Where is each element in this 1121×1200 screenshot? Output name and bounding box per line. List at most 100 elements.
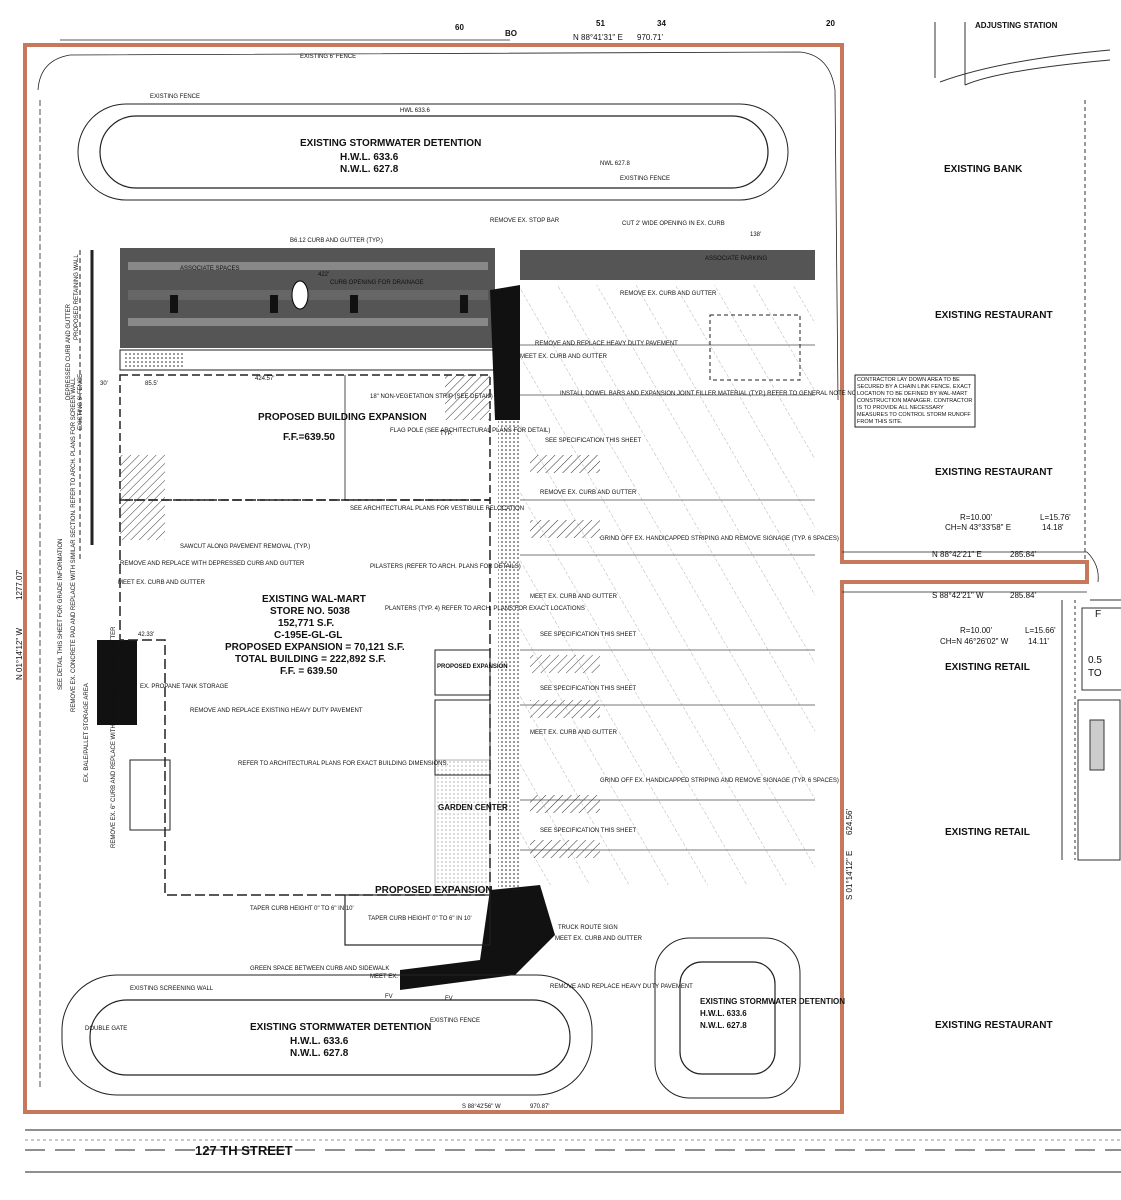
note-dim-424: 424.57'	[255, 376, 275, 382]
west-line-bearing: N 01°14'12" W	[15, 628, 24, 680]
store-line-2: STORE NO. 5038	[270, 606, 350, 617]
south-detention-pond	[61, 974, 593, 1096]
note-remove-replace-curb: REMOVE AND REPLACE WITH DEPRESSED CURB A…	[120, 561, 305, 567]
grid-num-60: 60	[455, 23, 464, 32]
curve1-ch: CH=N 43°33'58" E	[945, 523, 1011, 532]
note-fv-1: FV	[385, 994, 393, 1000]
note-dim-422: 422'	[318, 272, 329, 278]
note-see-spec-4: SEE SPECIFICATION THIS SHEET	[540, 828, 636, 834]
north-pond-nwl: N.W.L. 627.8	[340, 164, 399, 175]
contractor-note-box: CONTRACTOR LAY DOWN AREA TO BE SECURED B…	[854, 374, 976, 428]
note-proposed-retaining-wall: PROPOSED RETAINING WALL	[74, 254, 80, 340]
note-grind-off-1: GRIND OFF EX. HANDICAPPED STRIPING AND R…	[600, 536, 839, 542]
note-meet-curb-4: MEET EX. CURB AND GUTTER	[530, 730, 618, 736]
note-dim-85: 85.5'	[145, 381, 158, 387]
note-dim-30: 30'	[100, 381, 108, 387]
existing-restaurant-label-2: EXISTING RESTAURANT	[935, 467, 1053, 478]
note-remove-replace-pav: REMOVE AND REPLACE HEAVY DUTY PAVEMENT	[535, 341, 678, 347]
curve2-chl: 14.11'	[1028, 637, 1049, 646]
note-curb-opening: CURB OPENING FOR DRAINAGE	[330, 280, 424, 286]
north-pond-nwl-line: NWL 627.8	[600, 161, 630, 167]
existing-restaurant-label-1: EXISTING RESTAURANT	[935, 310, 1053, 321]
note-propane-storage: EX. PROPANE TANK STORAGE	[140, 684, 228, 690]
note-non-veg: 18" NON-VEGETATION STRIP (SEE DETAIL)	[370, 394, 493, 400]
note-west-detail: SEE DETAIL THIS SHEET FOR GRADE INFORMAT…	[58, 539, 64, 690]
north-parking	[119, 248, 496, 371]
note-existing-fence: EXISTING FENCE	[150, 94, 200, 100]
side-label-to: TO	[1088, 668, 1102, 679]
store-line-3: 152,771 S.F.	[278, 618, 334, 629]
note-remove-curb-gutter-2: REMOVE EX. CURB AND GUTTER	[540, 490, 637, 496]
east-pond-hwl: H.W.L. 633.6	[700, 1009, 747, 1018]
north-pond-title: EXISTING STORMWATER DETENTION	[300, 138, 481, 149]
west-wall	[39, 100, 94, 1090]
note-remove-replace-pav-2: REMOVE AND REPLACE HEAVY DUTY PAVEMENT	[550, 984, 693, 990]
note-planters: PLANTERS (TYP. 4) REFER TO ARCH. PLANS F…	[385, 606, 585, 612]
existing-bank-label: EXISTING BANK	[944, 164, 1023, 175]
side-label-f: F	[1095, 609, 1101, 620]
garden-center-label: GARDEN CENTER	[438, 803, 508, 812]
grid-num-bo: BO	[505, 29, 517, 38]
note-remove-curb-6: REMOVE EX. 6" CURB AND REPLACE WITH DEPR…	[111, 626, 117, 848]
note-joint-filler: INSTALL DOWEL BARS AND EXPANSION JOINT F…	[560, 391, 867, 397]
grid-num-51: 51	[596, 19, 605, 28]
note-existing-6-fence-v: EXISTING 6' FENCE	[78, 374, 84, 430]
survey-lines	[60, 39, 1099, 593]
property-boundary	[23, 43, 1089, 1114]
note-double-gate: DOUBLE GATE	[85, 1026, 127, 1032]
wal-mart-building	[119, 374, 491, 946]
store-line-7: F.F. = 639.50	[280, 666, 338, 677]
existing-retail-label-1: EXISTING RETAIL	[945, 662, 1030, 673]
note-taper-curb-1: TAPER CURB HEIGHT 0" TO 6" IN 10'	[250, 906, 354, 912]
store-line-1: EXISTING WAL-MART	[262, 594, 366, 605]
south-line-bearing: S 88°42'56" W	[462, 1104, 501, 1110]
street	[25, 1129, 1121, 1173]
store-line-6: TOTAL BUILDING = 222,892 S.F.	[235, 654, 386, 665]
adjacent-lines	[934, 22, 1121, 861]
south-pond-nwl: N.W.L. 627.8	[290, 1048, 349, 1059]
line1-distance: 285.84'	[1010, 550, 1036, 559]
side-label-05: 0.5	[1088, 655, 1102, 666]
contractor-note: CONTRACTOR LAY DOWN AREA TO BE SECURED B…	[857, 377, 973, 425]
note-remove-replace-existing: REMOVE AND REPLACE EXISTING HEAVY DUTY P…	[190, 708, 363, 714]
curve1-chl: 14.18'	[1042, 523, 1064, 532]
north-distance: 970.71'	[637, 33, 663, 42]
curve1-r: R=10.00'	[960, 513, 992, 522]
north-pond-hwl: H.W.L. 633.6	[340, 152, 399, 163]
line2-distance: 285.84'	[1010, 591, 1036, 600]
line2-bearing: S 88°42'21" W	[932, 591, 984, 600]
note-grind-off-2: GRIND OFF EX. HANDICAPPED STRIPING AND R…	[600, 778, 839, 784]
note-sawcut: SAWCUT ALONG PAVEMENT REMOVAL (TYP.)	[180, 544, 310, 550]
note-bale-storage: EX. BALE/PALLET STORAGE AREA	[84, 683, 90, 782]
note-dim-42: 42.33'	[138, 632, 154, 638]
note-depressed-curb: DEPRESSED CURB AND GUTTER	[66, 303, 72, 400]
arch-note: REFER TO ARCHITECTURAL PLANS FOR EXACT B…	[238, 761, 448, 767]
proposed-building-ff: F.F.=639.50	[283, 432, 335, 443]
note-existing-6-fence: EXISTING 6' FENCE	[300, 54, 356, 60]
north-pond-hwl-line: HWL 633.6	[400, 108, 430, 114]
note-see-spec-2: SEE SPECIFICATION THIS SHEET	[540, 632, 636, 638]
note-remove-stop-bar: REMOVE EX. STOP BAR	[490, 218, 560, 224]
curve1-l: L=15.76'	[1040, 513, 1071, 522]
note-see-spec-1: SEE SPECIFICATION THIS SHEET	[545, 438, 641, 444]
south-line-distance: 970.87'	[530, 1104, 550, 1110]
south-pond-hwl: H.W.L. 633.6	[290, 1036, 349, 1047]
north-bearing: N 88°41'31" E	[573, 33, 623, 42]
note-see-spec-3: SEE SPECIFICATION THIS SHEET	[540, 686, 636, 692]
street-name: 127 TH STREET	[195, 1143, 293, 1158]
east-line-bearing: S 01°14'12" E	[845, 851, 854, 900]
curve2-ch: CH=N 46°26'02" W	[940, 637, 1009, 646]
east-pond-nwl: N.W.L. 627.8	[700, 1021, 747, 1030]
note-existing-fence-3: EXISTING FENCE	[430, 1018, 480, 1024]
note-dim-138: 138'	[750, 232, 761, 238]
note-associate-spaces: ASSOCIATE SPACES	[180, 266, 239, 272]
proposed-building-expansion-title: PROPOSED BUILDING EXPANSION	[258, 412, 427, 423]
east-line-distance: 624.56'	[845, 809, 854, 835]
note-meet-curb-2: MEET EX. CURB AND GUTTER	[118, 580, 206, 586]
curve2-l: L=15.66'	[1025, 626, 1056, 635]
heavy-duty-pavement	[97, 285, 555, 990]
note-associate-parking: ASSOCIATE PARKING	[705, 256, 767, 262]
line1-bearing: N 88°42'21" E	[932, 550, 982, 559]
store-line-4: C-195E-GL-GL	[274, 630, 342, 641]
